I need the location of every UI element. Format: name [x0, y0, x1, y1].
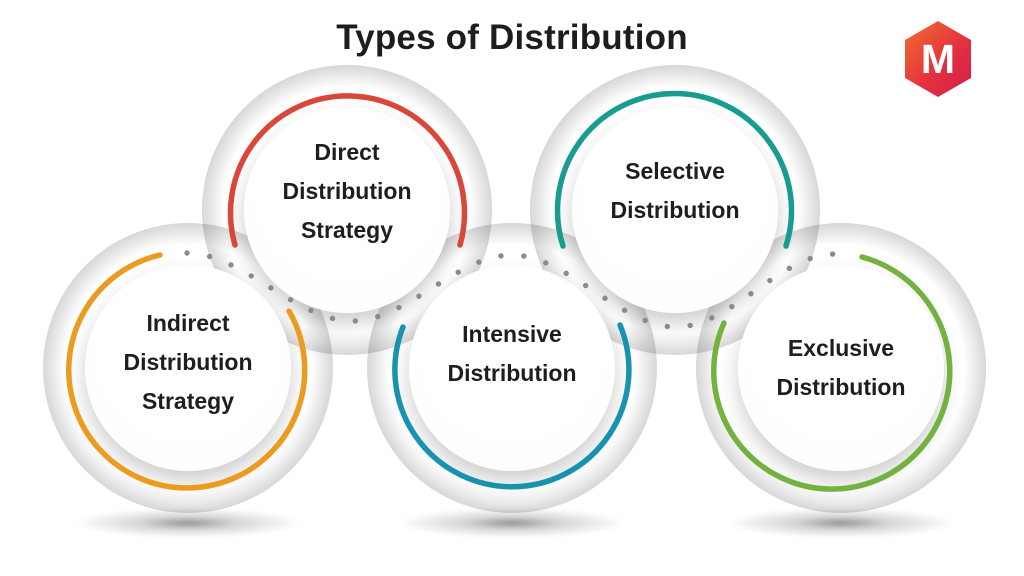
ground-shadow-indirect	[58, 506, 318, 540]
logo-letter: M	[920, 35, 956, 82]
intensive-arc	[392, 322, 632, 490]
circle-intensive	[409, 265, 615, 471]
label-line: Direct	[314, 138, 380, 165]
indirect-arc	[66, 252, 308, 491]
direct-arc	[227, 93, 468, 248]
label-line: Exclusive	[787, 335, 895, 361]
label-line: Distribution	[610, 197, 740, 223]
label-line: Distribution	[776, 374, 906, 400]
selective-arc	[554, 90, 795, 249]
circle-direct-label: Direct Distribution Strategy	[244, 88, 450, 294]
label-line: Distribution	[282, 177, 412, 204]
label-line: Distribution	[447, 360, 577, 386]
page-title: Types of Distribution	[336, 18, 688, 57]
circle-selective	[572, 107, 778, 313]
ground-shadow-exclusive	[711, 506, 971, 540]
circle-selective-label: Selective Distribution	[572, 88, 778, 294]
brand-logo: M	[905, 21, 971, 97]
label-line: Intensive	[462, 321, 562, 347]
logo-hexagon	[905, 21, 971, 97]
label-line: Distribution	[123, 348, 253, 375]
circle-indirect	[85, 265, 291, 471]
exclusive-arc	[711, 254, 953, 492]
label-line: Strategy	[300, 216, 394, 243]
ground-shadow-intensive	[382, 506, 642, 540]
label-line: Strategy	[141, 387, 235, 414]
label-line: Selective	[625, 158, 725, 184]
label-line: Indirect	[146, 309, 230, 336]
circle-intensive-label: Intensive Distribution	[409, 251, 615, 457]
circle-direct	[244, 107, 450, 313]
circle-exclusive-label: Exclusive Distribution	[738, 265, 944, 471]
circle-indirect-label: Indirect Distribution Strategy	[85, 259, 291, 465]
circle-exclusive	[738, 265, 944, 471]
